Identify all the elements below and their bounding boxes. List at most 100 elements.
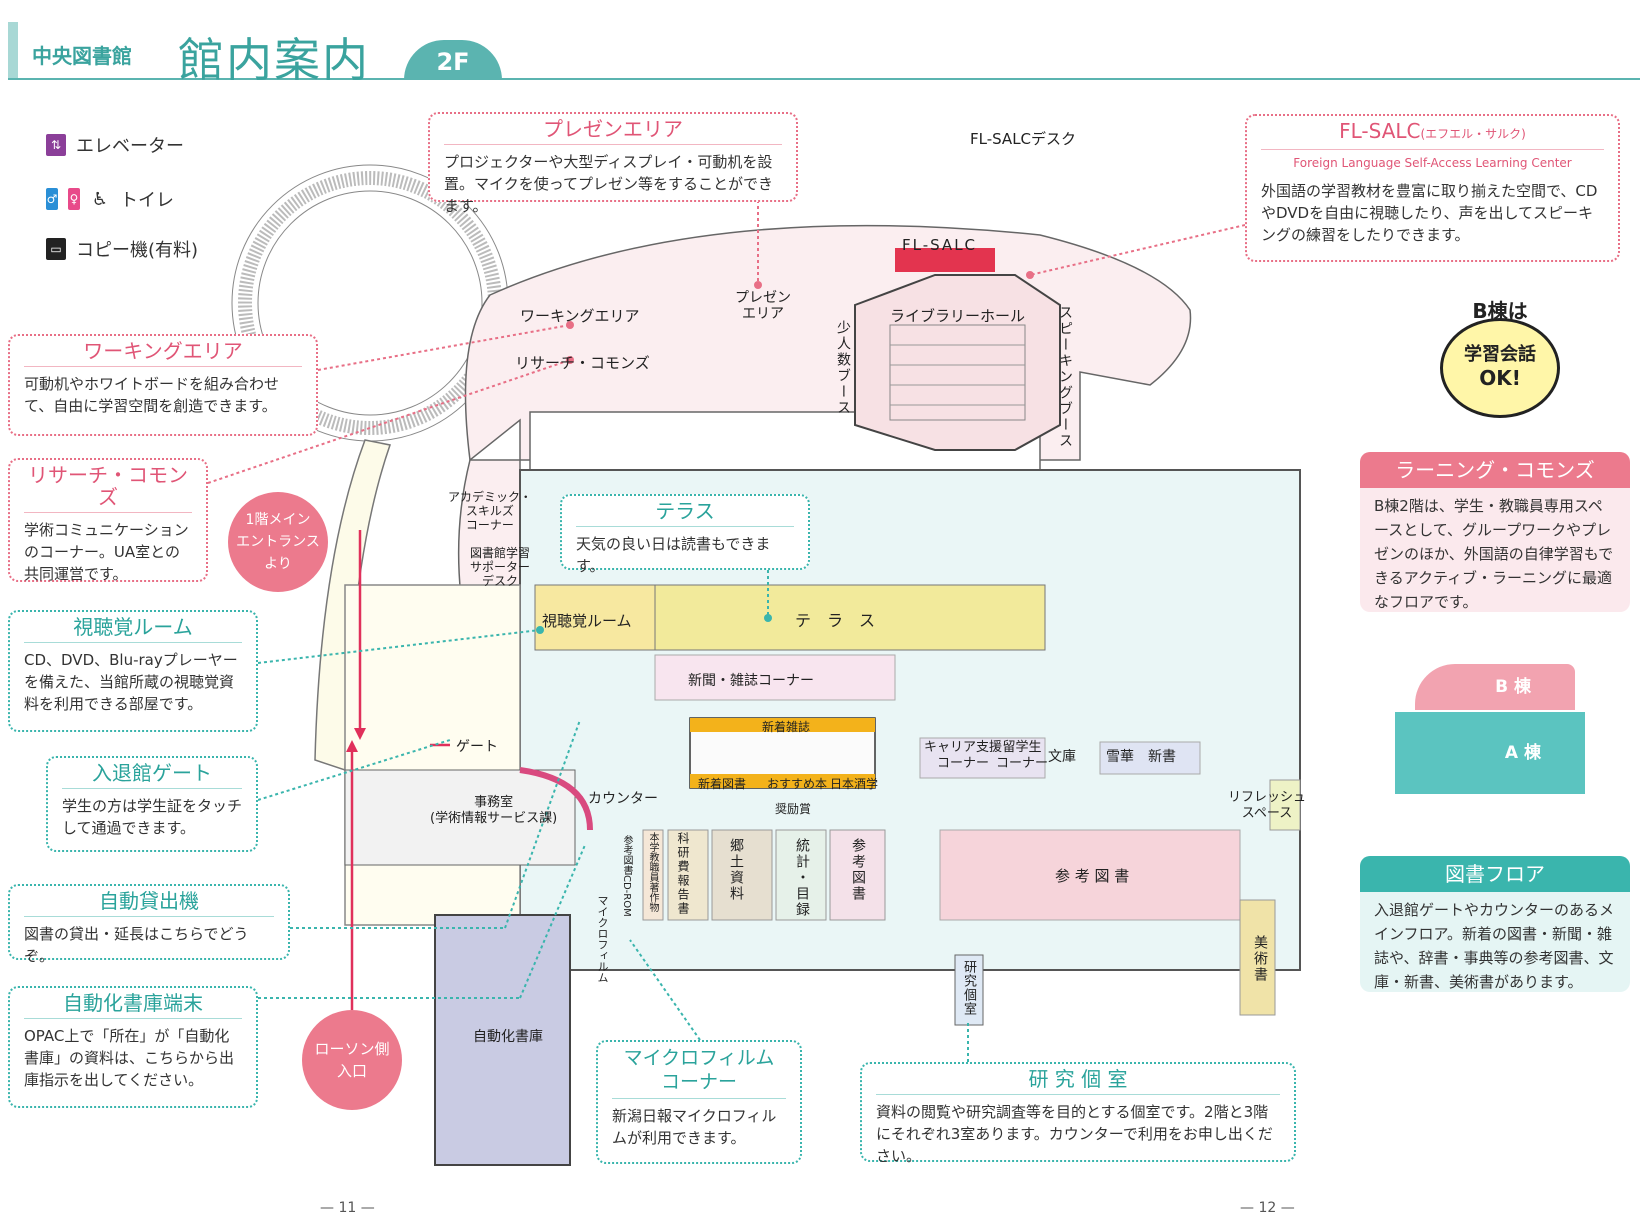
study-room bbox=[954, 954, 984, 1026]
callout-title: ワーキングエリア bbox=[24, 340, 302, 367]
reference-shelves bbox=[939, 829, 1241, 921]
page-number-right: — 12 — bbox=[1240, 1200, 1295, 1216]
callout-body: 可動机やホワイトボードを組み合わせて、自由に学習空間を創造できます。 bbox=[24, 375, 280, 415]
recommended-label: おすすめ本 bbox=[767, 777, 828, 791]
panel-body: 入退館ゲートやカウンターのあるメインフロア。新着の図書・新聞・雑誌や、辞書・事典… bbox=[1374, 901, 1615, 991]
callout-title-small: (エフエル・サルク) bbox=[1420, 127, 1526, 141]
library-hall-label: ライブラリーホール bbox=[890, 307, 1026, 325]
japan-sake-label: 日本酒学 bbox=[830, 777, 879, 791]
callout-body: CD、DVD、Blu-rayプレーヤーを備えた、当館所蔵の視聴覚資料を利用できる… bbox=[24, 651, 238, 713]
legend-label: トイレ bbox=[120, 190, 174, 211]
terrace-label: テ ラ ス bbox=[795, 611, 876, 630]
working-area-label: ワーキングエリア bbox=[520, 307, 640, 325]
callout-title: 自動貸出機 bbox=[24, 890, 274, 917]
counter-desk bbox=[519, 767, 593, 831]
bubble-line2: 学習会話 bbox=[1464, 344, 1536, 365]
callout-av-room: 視聴覚ルーム CD、DVD、Blu-rayプレーヤーを備えた、当館所蔵の視聴覚資… bbox=[8, 610, 258, 732]
callout-presen-area: プレゼンエリア プロジェクターや大型ディスプレイ・可動机を設置。マイクを使ってプ… bbox=[428, 112, 798, 215]
academic-skills-label: アカデミック・ スキルズ コーナー bbox=[448, 490, 532, 532]
panel-title: ラーニング・コモンズ bbox=[1360, 452, 1630, 488]
callout-title: 自動化書庫端末 bbox=[24, 992, 242, 1019]
ref-books-label: 参考図書 bbox=[850, 838, 866, 902]
news-corner-label: 新聞・雑誌コーナー bbox=[688, 673, 814, 689]
keymap-b: B 棟 bbox=[1415, 664, 1575, 710]
legend-label: エレベーター bbox=[76, 136, 184, 157]
terrace bbox=[654, 584, 1046, 651]
legend-elevator: ⇅ エレベーター bbox=[46, 132, 184, 158]
bunko-label: 文庫 bbox=[1048, 749, 1076, 765]
building-keymap: B 棟 A 棟 bbox=[1395, 660, 1595, 810]
panel-learning-commons: ラーニング・コモンズ B棟2階は、学生・教職員専用スペースとして、グループワーク… bbox=[1360, 452, 1630, 612]
b-building-bubble: B棟は 学習会話 OK! bbox=[1440, 299, 1560, 418]
presen-area-label: プレゼン エリア bbox=[735, 290, 791, 322]
callout-title: テラス bbox=[576, 500, 794, 527]
fl-salc-desk-marker bbox=[895, 248, 995, 272]
callout-body: 新潟日報マイクロフィルムが利用できます。 bbox=[612, 1107, 777, 1147]
legend-label: コピー機(有料) bbox=[76, 240, 199, 261]
callout-body: 外国語の学習教材を豊富に取り揃えた空間で、CDやDVDを自由に視聴したり、声を出… bbox=[1261, 182, 1598, 244]
research-commons-label: リサーチ・コモンズ bbox=[515, 354, 650, 372]
header-accent-bar bbox=[8, 22, 18, 78]
refresh-space-label: リフレッシュ スペース bbox=[1228, 790, 1307, 821]
panel-body: B棟2階は、学生・教職員専用スペースとして、グループワークやプレゼンのほか、外国… bbox=[1374, 497, 1614, 611]
callout-microfilm: マイクロフィルム コーナー 新潟日報マイクロフィルムが利用できます。 bbox=[596, 1040, 802, 1164]
female-toilet-icon: ♀ bbox=[68, 188, 80, 210]
main-entrance-badge: 1階メイン エントランス より bbox=[228, 492, 328, 592]
library-hall bbox=[854, 274, 1061, 451]
av-room bbox=[534, 584, 656, 651]
elevator-icon: ⇅ bbox=[46, 134, 66, 156]
news-corner bbox=[654, 654, 896, 701]
legend-toilet: ♂ ♀ ♿ トイレ bbox=[46, 186, 174, 212]
callout-title: 入退館ゲート bbox=[62, 762, 242, 789]
small-booth-label: 少人数ブース bbox=[835, 320, 851, 416]
new-books-label: 新着図書 bbox=[698, 777, 747, 791]
callout-auto-storage-terminal: 自動化書庫端末 OPAC上で「所在」が「自動化書庫」の資料は、こちらから出庫指示… bbox=[8, 986, 258, 1108]
header-subtitle: 中央図書館 bbox=[32, 44, 132, 68]
callout-body: 天気の良い日は読書もできます。 bbox=[576, 535, 771, 575]
speaking-booth-label: スピーキングブース bbox=[1057, 305, 1073, 449]
new-magazines-label: 新着雑誌 bbox=[762, 720, 811, 734]
auto-storage-room bbox=[434, 914, 571, 1166]
callout-entry-gate: 入退館ゲート 学生の方は学生証をタッチして通過できます。 bbox=[46, 756, 258, 852]
microfilm-label: マイクロフィルム bbox=[596, 895, 609, 983]
av-room-label: 視聴覚ルーム bbox=[542, 612, 632, 630]
callout-auto-lending: 自動貸出機 図書の貸出・延長はこちらでどうぞ。 bbox=[8, 884, 290, 965]
stats-catalog-label: 統計・目録 bbox=[794, 838, 810, 918]
intl-student-label: 留学生 コーナー bbox=[996, 740, 1049, 771]
callout-study-room: 研 究 個 室 資料の閲覧や研究調査等を目的とする個室です。2階と3階にそれぞれ… bbox=[860, 1062, 1296, 1165]
callout-title: 研 究 個 室 bbox=[876, 1068, 1280, 1095]
callout-body: 学術コミュニケーションのコーナー。UA室との共同運営です。 bbox=[24, 521, 189, 583]
accessible-toilet-icon: ♿ bbox=[91, 188, 109, 210]
callout-body: 図書の貸出・延長はこちらでどうぞ。 bbox=[24, 925, 249, 965]
callout-body: プロジェクターや大型ディスプレイ・可動机を設置。マイクを使ってプレゼン等をするこ… bbox=[444, 153, 773, 215]
supporter-desk-label: 図書館学習 サポーター デスク bbox=[470, 546, 531, 588]
legend-copier: ▭ コピー機(有料) bbox=[46, 236, 198, 262]
callout-title: マイクロフィルム コーナー bbox=[612, 1046, 786, 1099]
art-shelf bbox=[1239, 899, 1276, 1016]
bubble-line1: B棟は bbox=[1472, 299, 1528, 323]
callout-body: 資料の閲覧や研究調査等を目的とする個室です。2階と3階にそれぞれ3室あります。カ… bbox=[876, 1103, 1273, 1165]
art-books-label: 美術書 bbox=[1252, 935, 1268, 983]
counter-label: カウンター bbox=[588, 791, 658, 807]
callout-research-commons: リサーチ・コモンズ 学術コミュニケーションのコーナー。UA室との共同運営です。 bbox=[8, 458, 208, 583]
ref-cdrom-label: 参考図書CD-ROM bbox=[621, 835, 632, 917]
callout-subtitle: Foreign Language Self-Access Learning Ce… bbox=[1293, 156, 1572, 170]
callout-body: 学生の方は学生証をタッチして通過できます。 bbox=[62, 797, 243, 837]
auto-storage-label: 自動化書庫 bbox=[473, 1029, 543, 1045]
reference-label: 参 考 図 書 bbox=[1055, 867, 1130, 885]
office-label: 事務室 (学術情報サービス課) bbox=[430, 795, 558, 826]
fl-salc-desk-label: FL-SALCデスク bbox=[970, 130, 1077, 148]
callout-title: プレゼンエリア bbox=[444, 118, 782, 145]
keymap-a: A 棟 bbox=[1395, 712, 1585, 794]
bubble-line3: OK! bbox=[1479, 366, 1521, 390]
lawson-entrance-badge: ローソン側 入口 bbox=[302, 1010, 402, 1110]
fl-salc-label: FL-SALC bbox=[902, 236, 978, 254]
encouragement-label: 奨励賞 bbox=[775, 802, 812, 816]
faculty-works-label: 本学教職員著作物 bbox=[647, 832, 658, 912]
header-rule bbox=[8, 78, 1640, 80]
study-room-label: 研究個室 bbox=[961, 960, 976, 1016]
callout-title: FL-SALC bbox=[1339, 119, 1421, 143]
callout-body: OPAC上で「所在」が「自動化書庫」の資料は、こちらから出庫指示を出してください… bbox=[24, 1027, 235, 1089]
callout-terrace: テラス 天気の良い日は読書もできます。 bbox=[560, 494, 810, 575]
